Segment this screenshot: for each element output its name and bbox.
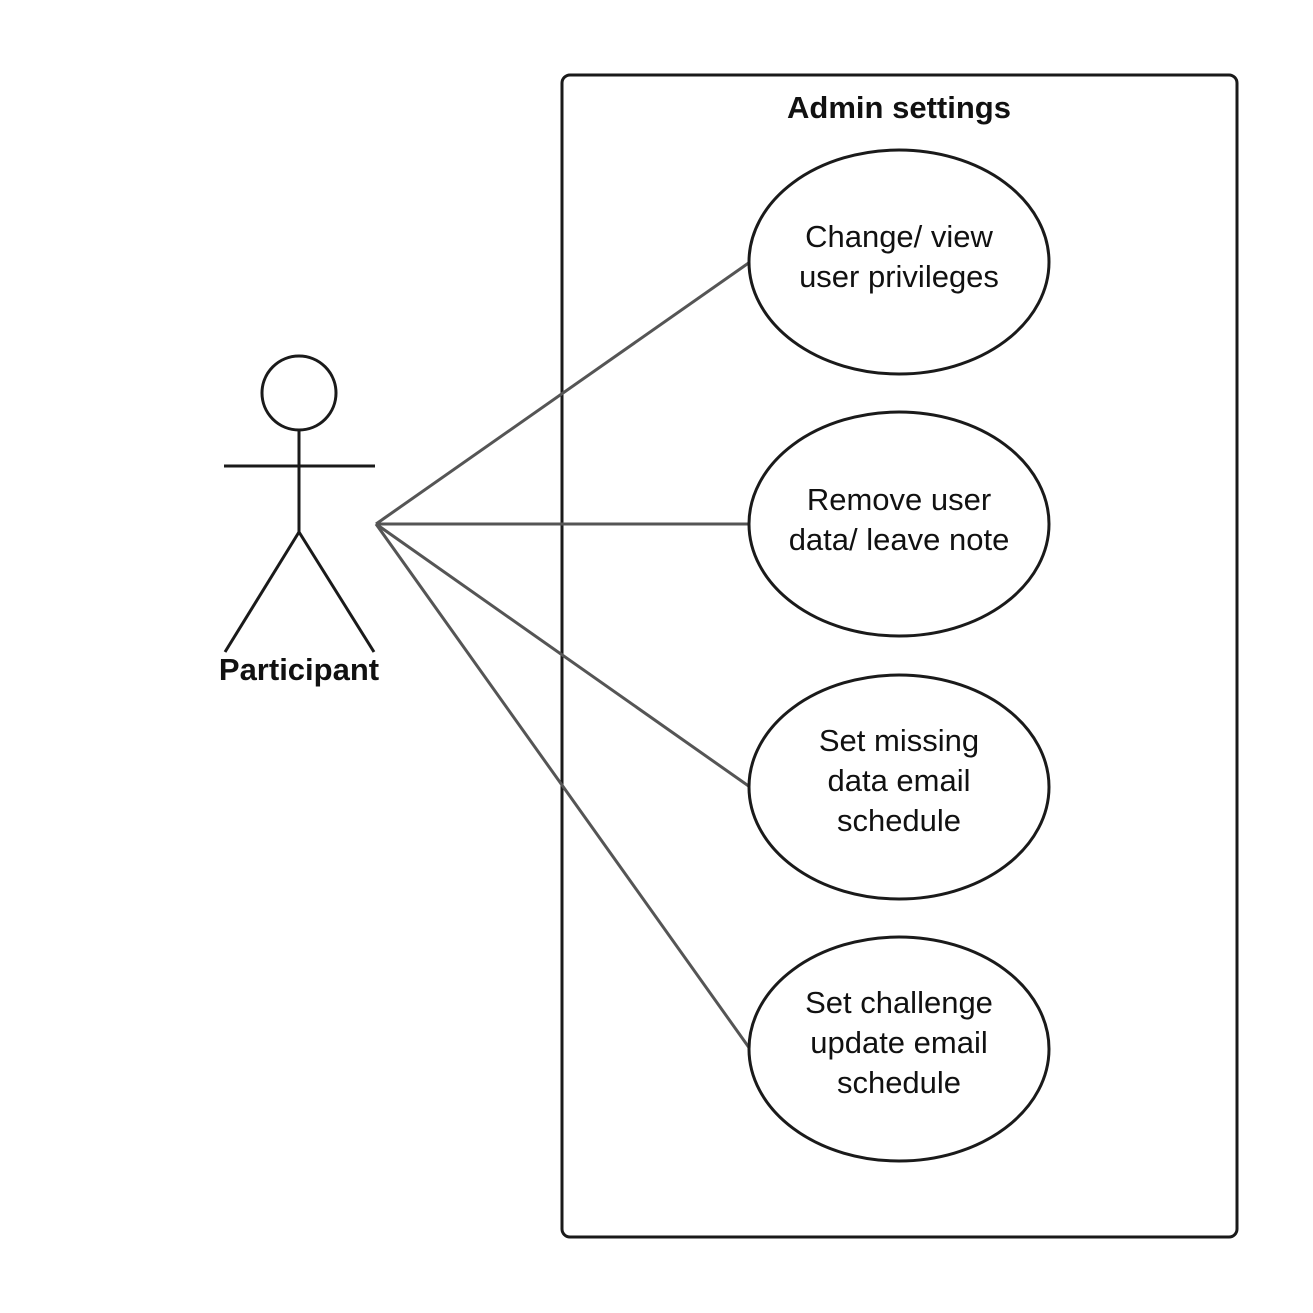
use-case-text: schedule <box>837 1065 961 1100</box>
use-case-3: Set missing data email schedule <box>747 673 1051 901</box>
actor-left-leg <box>223 531 301 653</box>
association-line-1 <box>375 260 751 526</box>
use-case-ellipse <box>747 935 1051 1163</box>
use-case-ellipse <box>747 148 1051 376</box>
actor-right-leg <box>297 531 376 653</box>
actor-label: Participant <box>219 652 379 687</box>
use-case-ellipse <box>747 410 1051 638</box>
use-case-text: user privileges <box>799 259 999 294</box>
use-case-text: Set missing <box>819 723 979 758</box>
use-case-text: Remove user <box>807 482 991 517</box>
use-case-text: schedule <box>837 803 961 838</box>
use-case-1: Change/ view user privileges <box>747 148 1051 376</box>
use-case-text: update email <box>810 1025 988 1060</box>
associations <box>374 260 752 1050</box>
system-title: Admin settings <box>787 90 1011 125</box>
use-case-ellipse <box>747 673 1051 901</box>
actor-head <box>260 354 338 432</box>
actor-participant: Participant <box>219 354 379 687</box>
use-case-4: Set challenge update email schedule <box>747 935 1051 1163</box>
use-case-text: Set challenge <box>805 985 993 1020</box>
use-case-text: data email <box>827 763 970 798</box>
use-case-text: Change/ view <box>805 219 993 254</box>
association-line-4 <box>374 523 752 1050</box>
association-line-3 <box>375 522 751 789</box>
use-case-text: data/ leave note <box>789 522 1010 557</box>
use-case-2: Remove user data/ leave note <box>747 410 1051 638</box>
